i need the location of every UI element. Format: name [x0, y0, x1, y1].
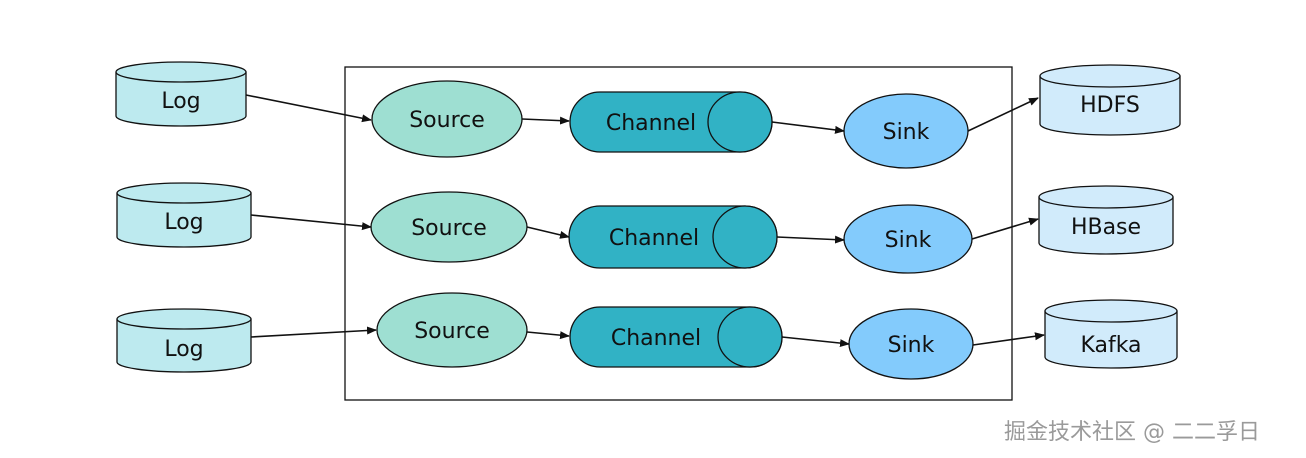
sink-label: Sink: [885, 228, 932, 253]
arrow-log-to-source-2: [250, 214, 372, 231]
arrow-log-to-source-3: [250, 326, 377, 338]
flow-arrows: [245, 94, 1045, 348]
arrow-source-to-channel-3: [526, 331, 570, 340]
channel-label: Channel: [606, 111, 696, 136]
source-node-1: Source: [371, 80, 523, 158]
channel-label: Channel: [611, 326, 701, 351]
sink-label: Sink: [888, 333, 935, 358]
output-label: Kafka: [1080, 333, 1141, 358]
output-hdfs: HDFS: [1039, 64, 1181, 136]
output-kafka: Kafka: [1044, 299, 1178, 369]
channel-node-2: Channel: [568, 205, 778, 269]
log-input-2: Log: [116, 182, 252, 248]
output-label: HDFS: [1080, 93, 1140, 118]
sink-node-1: Sink: [843, 93, 969, 169]
arrow-sink-to-hbase: [971, 217, 1039, 240]
agent-container: [344, 66, 1013, 401]
output-hbase: HBase: [1038, 185, 1174, 255]
arrow-sink-to-kafka: [972, 332, 1045, 346]
sink-node-2: Sink: [843, 204, 973, 274]
source-label: Source: [414, 319, 490, 344]
watermark: 掘金技术社区 @ 二二孚日: [1004, 420, 1260, 445]
channel-node-3: Channel: [569, 306, 783, 368]
log-input-3: Log: [116, 308, 252, 373]
source-label: Source: [411, 216, 487, 241]
arrow-source-to-channel-2: [526, 226, 570, 239]
source-label: Source: [409, 108, 485, 133]
sink-node-3: Sink: [848, 308, 974, 380]
source-node-3: Source: [376, 292, 528, 368]
arrow-sink-to-hdfs: [967, 97, 1039, 132]
log-input-1: Log: [115, 61, 247, 127]
log-input-label: Log: [161, 89, 200, 114]
sink-label: Sink: [883, 120, 930, 145]
log-input-label: Log: [164, 210, 203, 235]
arrow-channel-to-sink-2: [776, 235, 845, 244]
output-label: HBase: [1071, 215, 1141, 240]
log-input-label: Log: [164, 337, 203, 362]
arrow-channel-to-sink-3: [781, 336, 850, 348]
channel-node-1: Channel: [569, 91, 773, 153]
arrow-channel-to-sink-1: [771, 121, 845, 134]
arrow-log-to-source-1: [245, 94, 372, 123]
arrow-source-to-channel-1: [521, 116, 570, 125]
channel-label: Channel: [609, 226, 699, 251]
source-node-2: Source: [370, 191, 528, 263]
